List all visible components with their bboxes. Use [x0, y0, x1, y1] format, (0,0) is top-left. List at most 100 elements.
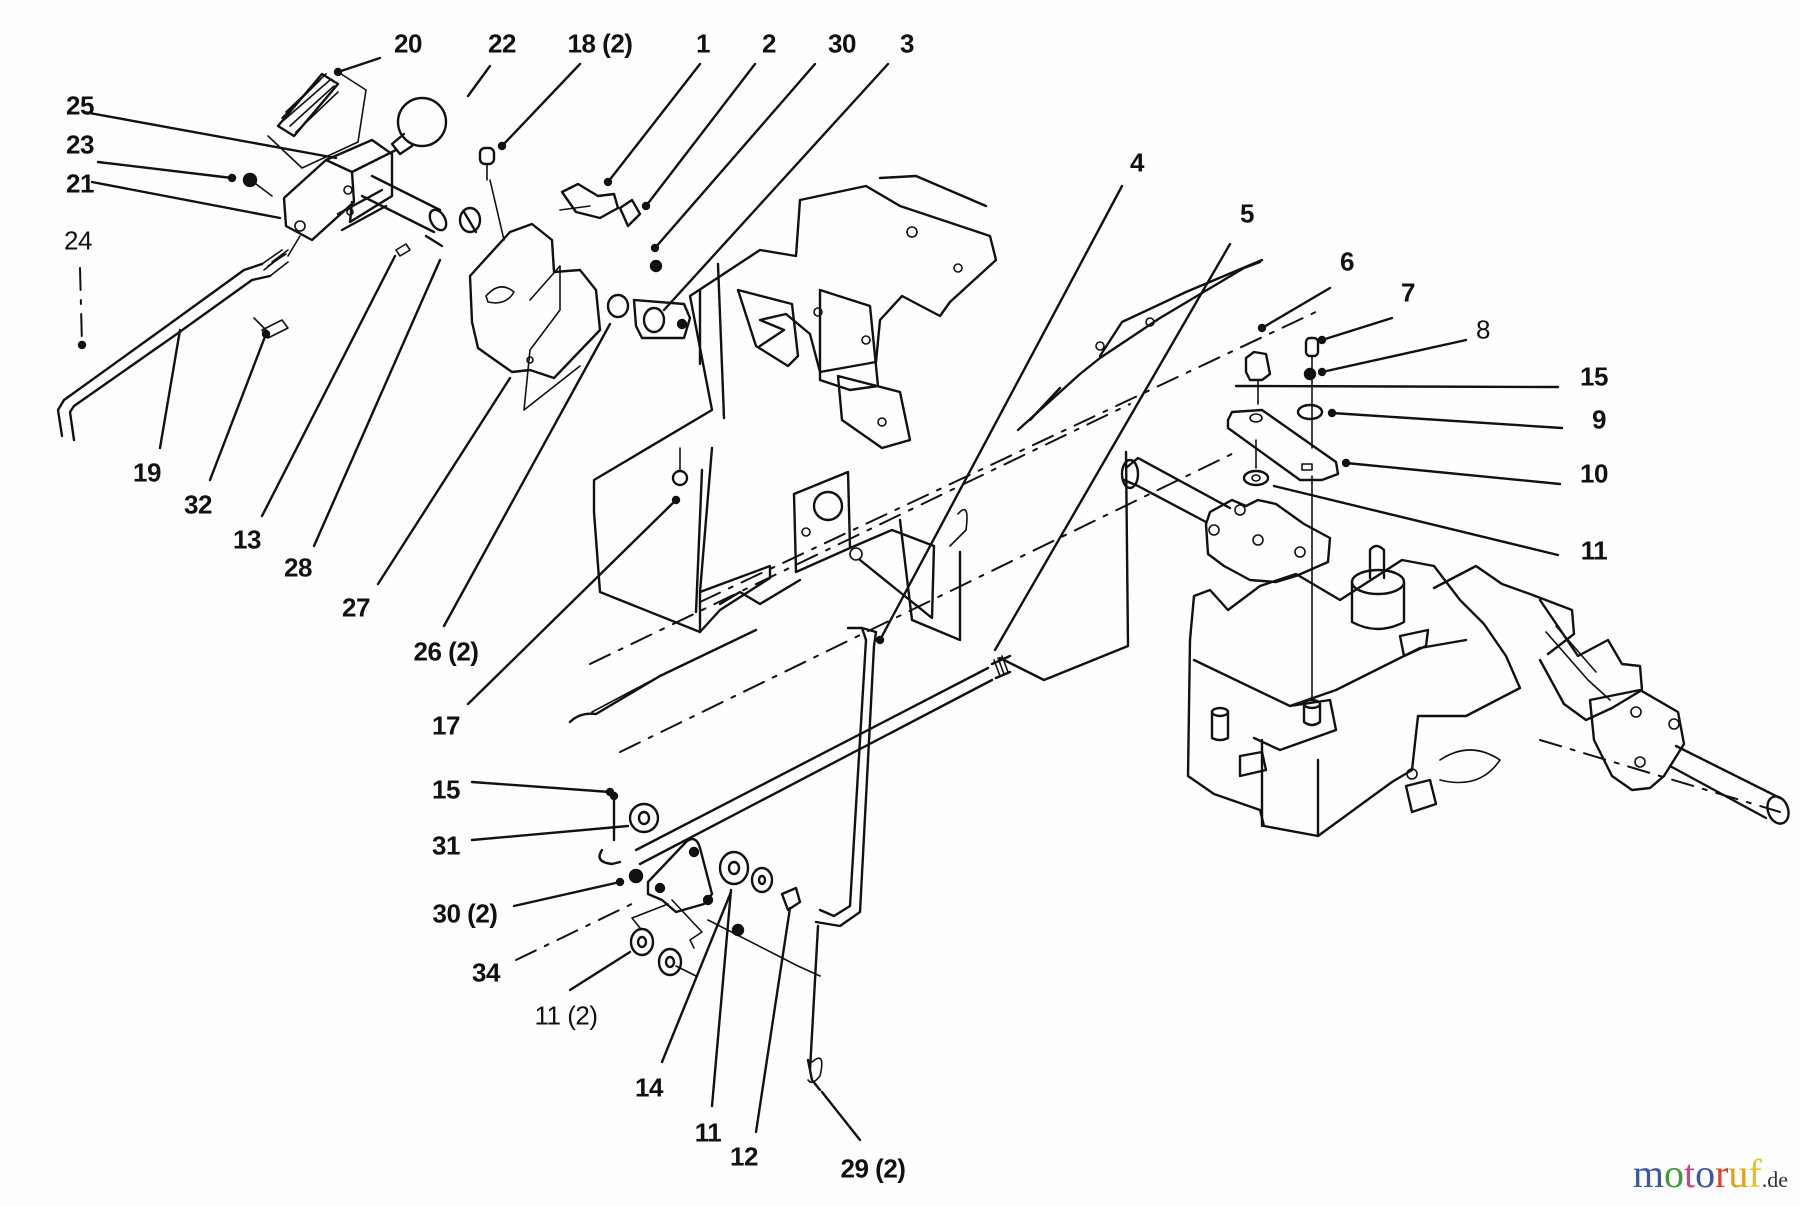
- leader-32: [208, 332, 268, 482]
- leader-15a: [1234, 384, 1560, 389]
- callout-24: 24: [64, 225, 92, 256]
- callout-9: 9: [1592, 404, 1606, 435]
- leader-17: [466, 498, 678, 706]
- leader-25: [82, 110, 338, 160]
- callout-6: 6: [1340, 246, 1354, 277]
- pin-part: [395, 243, 411, 257]
- leader-29: [820, 1090, 862, 1142]
- leader-3: [662, 62, 890, 312]
- callout-3: 3: [900, 28, 914, 59]
- leader-8: [1320, 338, 1468, 374]
- watermark-letter: r: [1715, 1151, 1729, 1196]
- nut-30-part: [649, 259, 663, 273]
- callout-22: 22: [488, 28, 516, 59]
- leader-1: [606, 62, 702, 184]
- leader-23: [96, 160, 234, 180]
- leader-5: [993, 242, 1232, 652]
- switch-part: [559, 182, 642, 228]
- knob-part: [390, 96, 448, 156]
- leader-19: [158, 328, 182, 450]
- shift-arm-assembly: [1226, 336, 1340, 487]
- watermark-letter: o: [1695, 1151, 1716, 1196]
- callout-27: 27: [342, 592, 370, 623]
- leader-10: [1344, 461, 1562, 486]
- callout-14: 14: [635, 1072, 663, 1103]
- control-rods: [568, 626, 1012, 1092]
- roll-pin-part: [424, 234, 444, 248]
- callout-20: 20: [394, 28, 422, 59]
- leader-30: [653, 62, 817, 250]
- transaxle: [1120, 456, 1790, 838]
- leader-11a: [1272, 484, 1560, 557]
- callout-30b: 30 (2): [432, 898, 498, 929]
- leader-dots: [77, 67, 1351, 887]
- callout-21: 21: [66, 168, 94, 199]
- callout-31: 31: [432, 830, 460, 861]
- leader-6: [1260, 286, 1332, 330]
- callout-10: 10: [1580, 458, 1608, 489]
- spring-part: [267, 71, 367, 169]
- leader-13: [260, 254, 397, 518]
- leader-lines: [77, 56, 1564, 1142]
- callout-8: 8: [1476, 314, 1490, 345]
- leader-11c: [710, 888, 733, 1108]
- watermark-logo: motoruf.de: [1633, 1150, 1788, 1197]
- callout-19: 19: [133, 457, 161, 488]
- leader-28: [312, 258, 442, 548]
- callout-4: 4: [1130, 147, 1144, 178]
- leader-30b: [512, 880, 622, 908]
- shift-rod: [56, 235, 301, 442]
- leader-4: [878, 184, 1124, 642]
- callout-15b: 15: [432, 774, 460, 805]
- leader-34: [515, 899, 641, 961]
- nut-part: [242, 172, 273, 197]
- shift-lever-assembly: [56, 71, 692, 442]
- callout-1: 1: [696, 28, 710, 59]
- clip-leader: [253, 317, 267, 331]
- callout-17: 17: [432, 710, 460, 741]
- leader-2: [644, 62, 757, 208]
- frame-bracket-assembly: [592, 174, 998, 642]
- frame-rail: [998, 258, 1264, 682]
- leader-15b: [470, 780, 612, 794]
- callout-2: 2: [762, 28, 776, 59]
- watermark-letter: u: [1728, 1151, 1749, 1196]
- watermark-letter: o: [1663, 1151, 1684, 1196]
- clip-part: [261, 319, 289, 339]
- callout-15a: 15: [1580, 361, 1608, 392]
- spacer-part: [458, 206, 482, 234]
- leader-11b: [568, 950, 632, 992]
- callout-29: 29 (2): [840, 1153, 906, 1184]
- leader-20: [336, 56, 382, 74]
- watermark-letter: t: [1683, 1151, 1696, 1196]
- callout-11a: 11: [1580, 535, 1608, 566]
- leader-12: [754, 906, 792, 1134]
- lever-shaft: [360, 174, 448, 234]
- callout-32: 32: [184, 489, 212, 520]
- callout-18: 18 (2): [567, 28, 633, 59]
- callout-13: 13: [233, 524, 261, 555]
- callout-11b: 11 (2): [534, 1000, 599, 1031]
- callout-12: 12: [730, 1141, 758, 1172]
- leader-27: [376, 376, 512, 586]
- callout-5: 5: [1240, 198, 1254, 229]
- leader-26: [442, 322, 612, 628]
- callout-28: 28: [284, 552, 312, 583]
- leader-31: [470, 824, 630, 842]
- leader-21: [90, 180, 282, 220]
- leader-24: [79, 267, 83, 346]
- callout-26: 26 (2): [413, 636, 479, 667]
- callout-25: 25: [66, 90, 94, 121]
- leader-9: [1330, 411, 1564, 430]
- center-lines: [589, 309, 1781, 813]
- lower-linkage: [598, 791, 821, 977]
- callout-30: 30: [828, 28, 856, 59]
- lever-bracket: [282, 138, 398, 242]
- callout-23: 23: [66, 129, 94, 160]
- callout-34: 34: [472, 957, 500, 988]
- watermark-letter: f: [1748, 1151, 1762, 1196]
- leader-22: [466, 64, 492, 98]
- bolt-part: [478, 146, 505, 241]
- leader-14: [660, 890, 733, 1064]
